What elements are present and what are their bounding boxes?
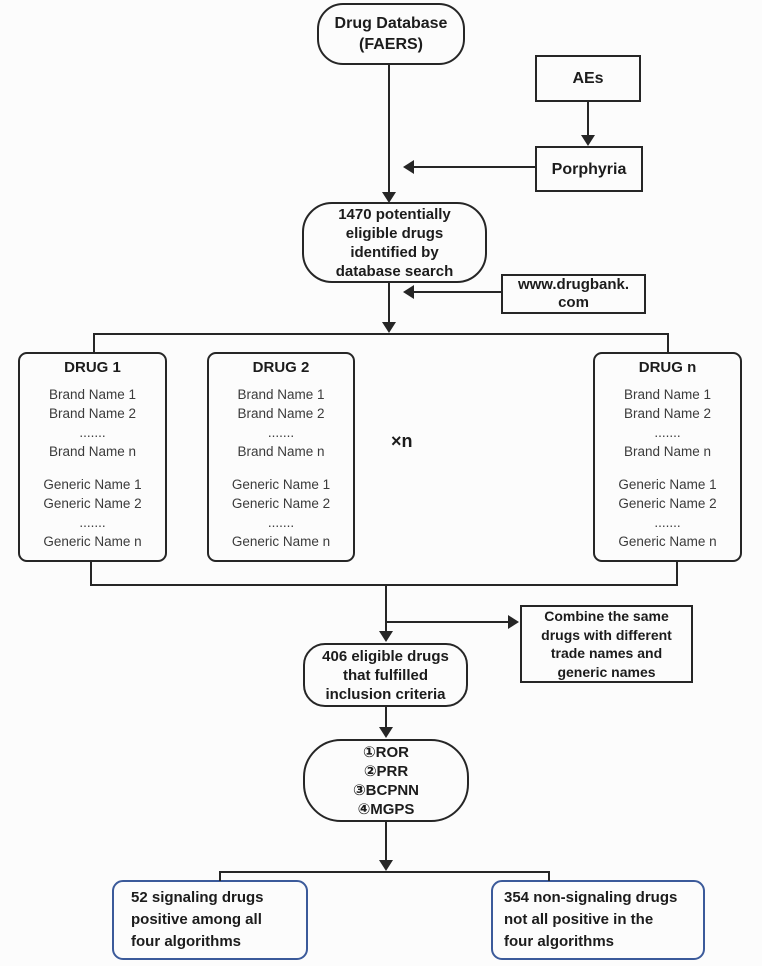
- connector-main-to-combine: [386, 621, 508, 623]
- connector-database-to-eligible: [388, 65, 390, 193]
- connector-drugbank-to-main: [414, 291, 501, 293]
- multiplier-label: ×n: [391, 431, 413, 451]
- arrowhead-left-icon: [403, 285, 414, 299]
- node-drug-database: Drug Database(FAERS): [317, 3, 465, 65]
- connector-algorithms-to-split: [385, 822, 387, 862]
- rail-results: [219, 871, 550, 873]
- drug-2-title: DRUG 2: [252, 359, 310, 376]
- arrowhead-down-icon: [382, 192, 396, 203]
- node-drugbank-url: www.drugbank.com: [501, 274, 646, 314]
- rail-top-drop-left: [93, 334, 95, 352]
- arrowhead-right-icon: [508, 615, 519, 629]
- node-aes-label: AEs: [572, 70, 604, 87]
- connector-drug1-to-rail: [90, 561, 92, 586]
- arrowhead-down-icon: [581, 135, 595, 146]
- drug-n-title: DRUG n: [638, 359, 697, 376]
- connector-porphyria-to-main: [414, 166, 535, 168]
- rail-top: [93, 333, 669, 335]
- rail-results-drop-right: [548, 872, 550, 881]
- connector-406-to-algorithms: [385, 707, 387, 729]
- arrowhead-down-icon: [382, 322, 396, 333]
- rail-bottom: [90, 584, 678, 586]
- arrowhead-left-icon: [403, 160, 414, 174]
- connector-rail-to-406: [385, 585, 387, 632]
- rail-top-drop-right: [667, 334, 669, 352]
- connector-eligible-to-rail: [388, 283, 390, 323]
- connector-drugn-to-rail: [676, 561, 678, 586]
- rail-results-drop-left: [219, 872, 221, 881]
- arrowhead-down-icon: [379, 860, 393, 871]
- drug-1-title: DRUG 1: [64, 359, 121, 376]
- connector-aes-to-porphyria: [587, 102, 589, 136]
- node-porphyria: Porphyria: [535, 146, 643, 192]
- arrowhead-down-icon: [379, 631, 393, 642]
- node-porphyria-label: Porphyria: [551, 160, 627, 178]
- node-aes: AEs: [535, 55, 641, 102]
- arrowhead-down-icon: [379, 727, 393, 738]
